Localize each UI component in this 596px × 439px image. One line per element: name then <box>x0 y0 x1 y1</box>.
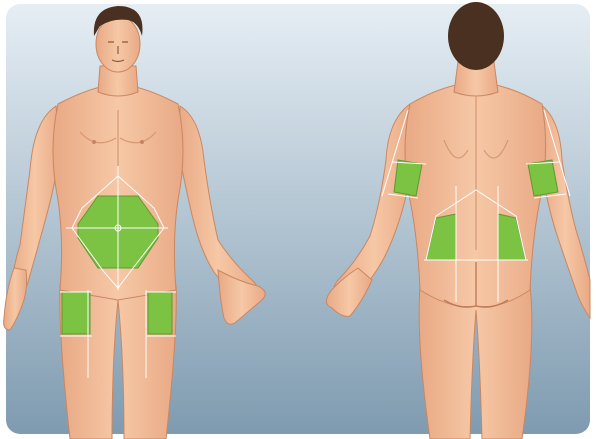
right-upper-arm-zone <box>528 160 558 196</box>
front-left-nipple <box>92 140 96 144</box>
right-thigh-zone <box>148 292 172 334</box>
back-torso <box>405 82 546 307</box>
front-right-nipple <box>140 140 144 144</box>
back-head <box>448 2 504 70</box>
left-thigh-zone <box>62 292 90 334</box>
